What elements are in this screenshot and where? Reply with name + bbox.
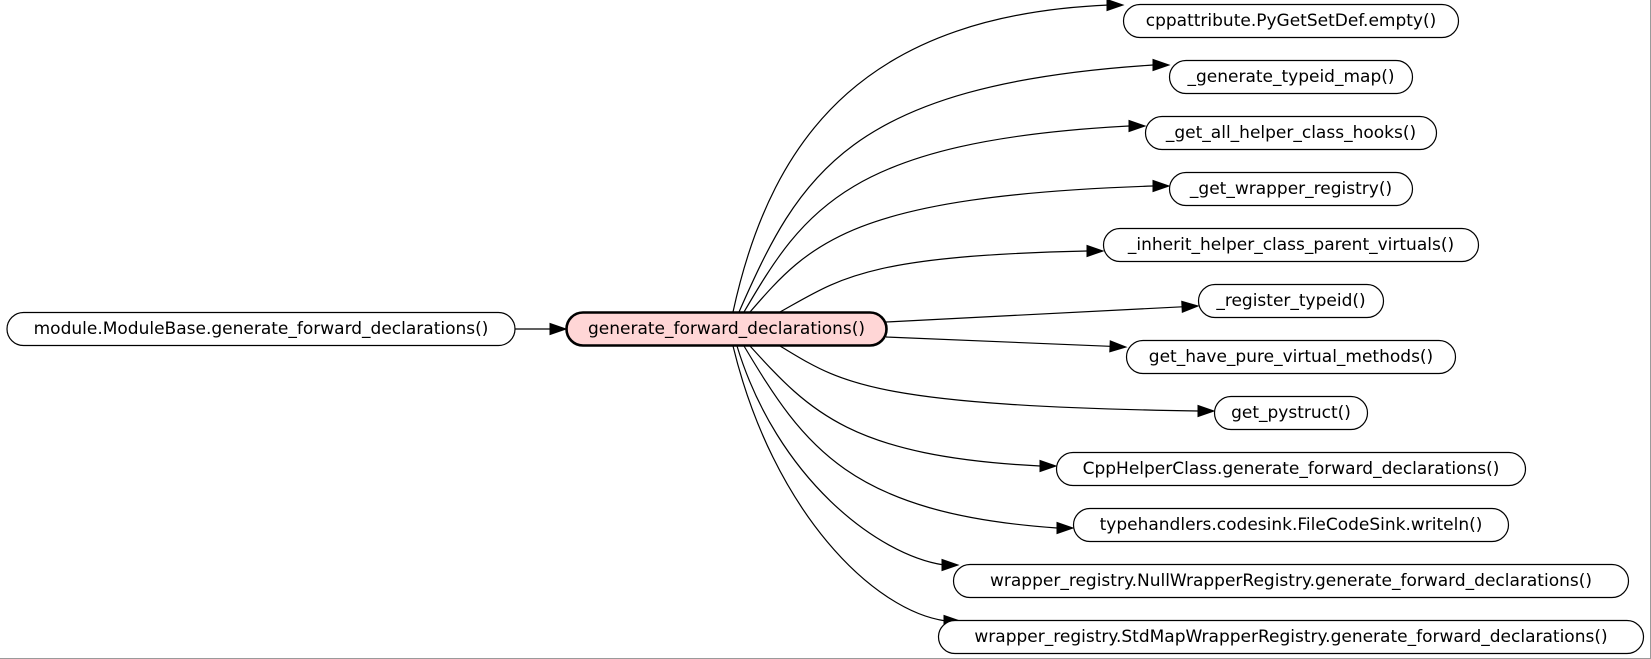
callee-node-label: get_pystruct() (1231, 403, 1351, 423)
edge-focus-to-callee (885, 306, 1183, 323)
callee-node-label: _register_typeid() (1215, 291, 1365, 311)
edge-focus-to-callee-arrowhead (1039, 459, 1058, 473)
callee-node[interactable]: wrapper_registry.StdMapWrapperRegistry.g… (937, 619, 1645, 655)
callee-node-label: _get_all_helper_class_hooks() (1165, 123, 1416, 143)
callee-node-label: _generate_typeid_map() (1186, 67, 1394, 87)
callee-node[interactable]: _get_all_helper_class_hooks() (1144, 115, 1438, 151)
callee-node-box (1055, 451, 1527, 487)
callee-node[interactable]: typehandlers.codesink.FileCodeSink.write… (1072, 507, 1510, 543)
focus-node-label: generate_forward_declarations() (588, 319, 865, 339)
edge-focus-to-callee-arrowhead (1109, 340, 1128, 353)
edge-focus-to-callee-arrowhead (1152, 58, 1171, 72)
callee-node[interactable]: get_have_pure_virtual_methods() (1125, 339, 1457, 375)
callee-node-box (1197, 283, 1385, 319)
callee-node-box (952, 563, 1630, 599)
caller-node[interactable]: module.ModuleBase.generate_forward_decla… (6, 311, 516, 347)
callee-node-label: cppattribute.PyGetSetDef.empty() (1146, 11, 1437, 31)
callee-node-box (1144, 115, 1438, 151)
callee-node-box (1168, 59, 1414, 95)
callee-node[interactable]: CppHelperClass.generate_forward_declarat… (1055, 451, 1527, 487)
callee-node-label: _get_wrapper_registry() (1189, 179, 1392, 199)
callee-node[interactable]: cppattribute.PyGetSetDef.empty() (1122, 3, 1460, 39)
callee-node[interactable]: _register_typeid() (1197, 283, 1385, 319)
callee-node-label: wrapper_registry.StdMapWrapperRegistry.g… (974, 627, 1607, 647)
callee-node[interactable]: get_pystruct() (1213, 395, 1369, 431)
edge-focus-to-callee-arrowhead (1128, 119, 1147, 133)
callee-node-label: typehandlers.codesink.FileCodeSink.write… (1100, 515, 1483, 535)
callee-node-label: get_have_pure_virtual_methods() (1149, 347, 1433, 367)
focus-node-box (565, 311, 888, 347)
edge-focus-to-callee-arrowhead (1086, 244, 1105, 258)
edge-focus-to-callee (732, 4, 1110, 313)
callee-node-box (1168, 171, 1414, 207)
edge-focus-to-callee (885, 336, 1111, 347)
edge-focus-to-callee (779, 345, 1199, 412)
callee-node-box (1102, 227, 1480, 263)
edge-focus-to-callee-arrowhead (1181, 300, 1200, 314)
edge-caller-to-focus-arrowhead (549, 322, 568, 336)
callee-node-box (1213, 395, 1369, 431)
callee-node[interactable]: _generate_typeid_map() (1168, 59, 1414, 95)
edge-focus-to-callee-arrowhead (1152, 179, 1171, 193)
caller-node-box (6, 311, 516, 347)
edge-focus-to-callee (749, 185, 1154, 313)
callee-node-box (937, 619, 1645, 655)
callee-node[interactable]: _get_wrapper_registry() (1168, 171, 1414, 207)
caller-node-label: module.ModuleBase.generate_forward_decla… (34, 319, 489, 339)
edge-focus-to-callee (738, 64, 1154, 313)
edge-focus-to-callee (743, 345, 1058, 529)
edge-focus-to-callee-arrowhead (1106, 0, 1125, 12)
edge-focus-to-callee (749, 345, 1041, 467)
focus-node[interactable]: generate_forward_declarations() (565, 311, 888, 347)
edge-focus-to-callee (732, 345, 947, 622)
edge-focus-to-callee-arrowhead (1197, 404, 1216, 418)
callee-node-box (1125, 339, 1457, 375)
callee-node-label: wrapper_registry.NullWrapperRegistry.gen… (990, 571, 1592, 591)
callee-node-label: _inherit_helper_class_parent_virtuals() (1127, 235, 1454, 255)
callee-node[interactable]: wrapper_registry.NullWrapperRegistry.gen… (952, 563, 1630, 599)
edge-focus-to-callee-arrowhead (1056, 521, 1075, 535)
edge-focus-to-callee (736, 345, 945, 566)
edge-focus-to-callee (743, 125, 1130, 313)
callee-node-label: CppHelperClass.generate_forward_declarat… (1083, 459, 1500, 479)
callee-node-box (1122, 3, 1460, 39)
callee-node-box (1072, 507, 1510, 543)
edge-focus-to-callee-arrowhead (941, 558, 960, 572)
callee-node[interactable]: _inherit_helper_class_parent_virtuals() (1102, 227, 1480, 263)
edge-focus-to-callee (779, 250, 1088, 313)
